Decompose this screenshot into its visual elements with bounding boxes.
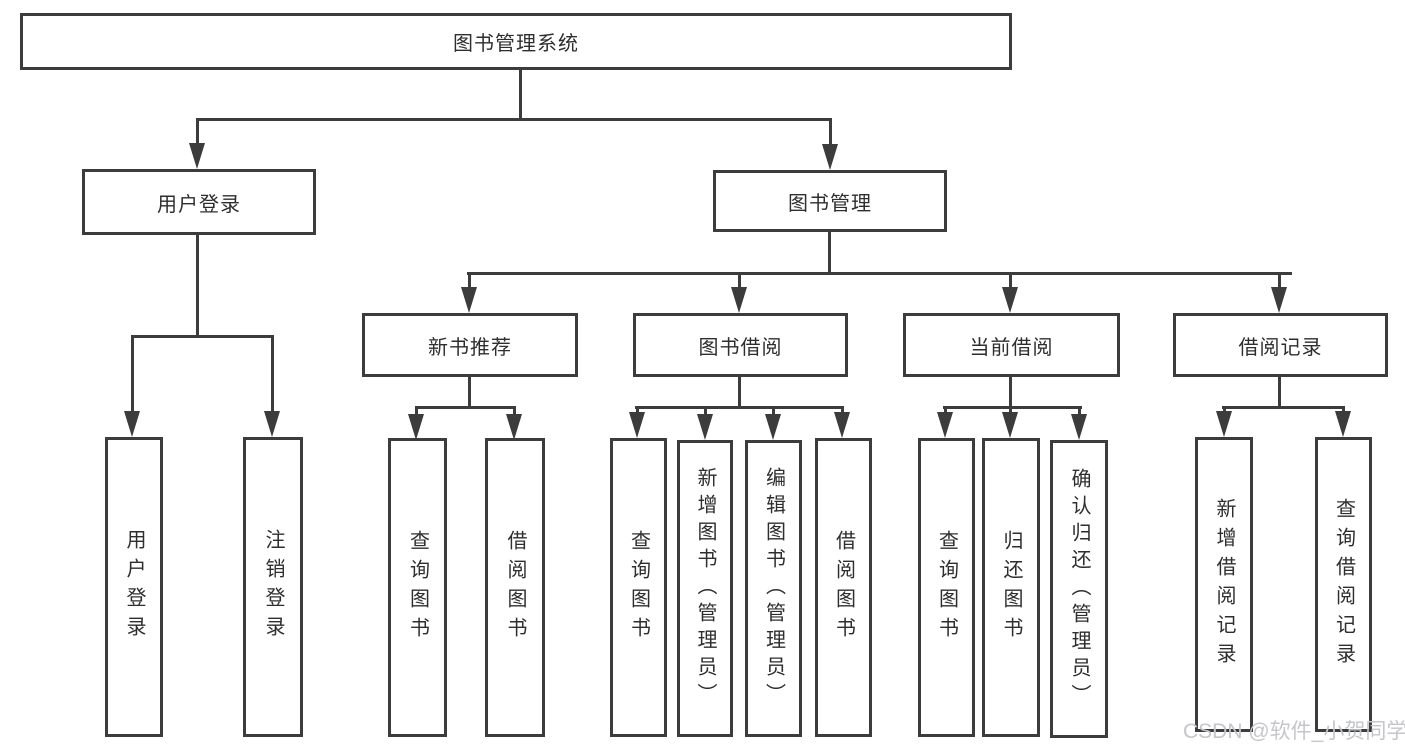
connector-line [1342,406,1345,415]
node-label: 新增借阅记录 [1213,497,1235,672]
arrow-down-icon [1071,414,1087,440]
connector-line [468,272,471,291]
node-query-books-current: 查询图书 [918,438,975,737]
connector-line [944,406,947,416]
connector-line [519,70,522,120]
arrow-down-icon [408,414,424,440]
node-label: 编辑图书（管理员） [762,467,785,710]
node-borrow-books-borrowing: 借阅图书 [815,438,872,737]
node-query-borrow-record: 查询借阅记录 [1315,437,1372,732]
node-add-borrow-record: 新增借阅记录 [1195,437,1253,732]
connector-line [467,272,1292,275]
connector-line [1222,406,1345,409]
node-label: 确认归还（管理员） [1068,467,1090,711]
node-book-borrowing: 图书借阅 [633,313,848,377]
arrow-down-icon [461,287,477,313]
connector-line [635,406,844,409]
arrow-down-icon [731,287,747,313]
connector-line [1223,406,1226,415]
connector-line [1009,377,1012,409]
node-user-login-leaf: 用户登录 [105,437,163,737]
node-label: 用户登录 [123,529,145,645]
node-book-management: 图书管理 [713,170,947,232]
node-label: 注销登录 [262,529,284,645]
arrow-down-icon [264,411,280,437]
connector-line [131,335,134,415]
node-query-books-borrowing: 查询图书 [610,438,667,737]
connector-line [196,118,832,121]
node-label: 借阅图书 [832,529,855,646]
connector-line [841,406,844,416]
arrow-down-icon [506,414,522,440]
node-logout-login: 注销登录 [243,437,303,737]
connector-line [829,118,832,148]
connector-line [1078,406,1081,418]
node-query-books-recommend: 查询图书 [388,438,447,737]
connector-line [943,406,1082,409]
node-current-borrowing: 当前借阅 [903,313,1120,377]
watermark: CSDN @软件_小贺同学 [1183,720,1405,743]
arrow-down-icon [1216,411,1232,437]
arrow-down-icon [629,412,645,438]
node-label: 查询图书 [935,529,958,646]
connector-line [772,406,775,418]
node-label: 查询借阅记录 [1332,497,1355,672]
arrow-down-icon [937,412,953,438]
node-confirm-return-admin: 确认归还（管理员） [1050,440,1108,738]
connector-line [513,406,516,418]
connector-line [828,232,831,275]
node-add-books-admin: 新增图书（管理员） [677,440,733,737]
node-label: 新增图书（管理员） [694,467,716,710]
arrow-down-icon [1002,412,1018,438]
node-library-management-system: 图书管理系统 [20,13,1012,70]
connector-line [704,406,707,418]
arrow-down-icon [765,414,781,440]
arrow-down-icon [822,144,838,170]
connector-line [1009,272,1012,291]
node-new-book-recommend: 新书推荐 [362,313,578,377]
arrow-down-icon [1335,411,1351,437]
connector-line [636,406,639,416]
arrow-down-icon [189,143,205,169]
connector-line [738,377,741,409]
connector-line [415,406,418,418]
node-return-books: 归还图书 [982,438,1040,737]
arrow-down-icon [124,411,140,437]
connector-line [131,335,274,338]
node-user-login: 用户登录 [82,169,316,235]
node-label: 查询图书 [406,529,429,646]
node-label: 归还图书 [1000,529,1022,646]
connector-line [271,335,274,415]
node-label: 借阅图书 [504,529,526,646]
connector-line [415,406,516,409]
connector-line [1278,272,1281,291]
connector-line [196,235,199,338]
node-borrowing-records: 借阅记录 [1173,313,1388,377]
node-edit-books-admin: 编辑图书（管理员） [745,440,802,737]
arrow-down-icon [1271,287,1287,313]
connector-line [196,118,199,147]
connector-line [468,377,471,409]
arrow-down-icon [697,414,713,440]
connector-line [1009,406,1012,416]
connector-line [738,272,741,291]
connector-line [1278,377,1281,409]
arrow-down-icon [834,412,850,438]
node-borrow-books-recommend: 借阅图书 [485,438,545,737]
node-label: 查询图书 [627,529,650,646]
arrow-down-icon [1002,287,1018,313]
